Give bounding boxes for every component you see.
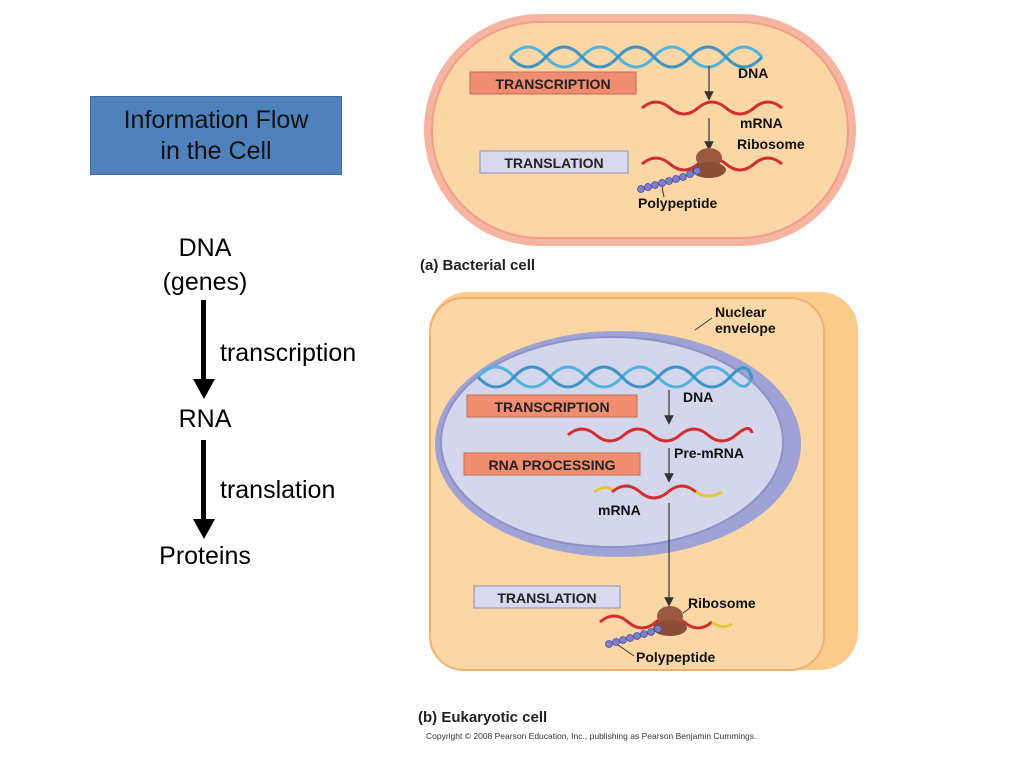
flow-arrowhead-2	[193, 519, 215, 539]
eukaryotic-transcription-label: TRANSCRIPTION	[494, 399, 609, 415]
rna-processing-box	[463, 452, 641, 476]
eukaryotic-translation-label: TRANSLATION	[497, 590, 596, 606]
flow-arrowhead-1	[193, 379, 215, 399]
flow-proteins-label: Proteins	[159, 542, 251, 570]
bacterial-dna-label: DNA	[738, 65, 768, 81]
bacterial-translation-box	[479, 150, 629, 174]
flow-step-transcription: transcription	[220, 339, 357, 367]
eukaryotic-polypeptide-label: Polypeptide	[636, 649, 716, 665]
rna-processing-label: RNA PROCESSING	[488, 457, 615, 473]
eukaryotic-transcription-box	[466, 394, 638, 418]
title-line-1: Information Flow	[123, 106, 309, 134]
bacterial-cell: TRANSCRIPTION DNA mRNA TRANSLATION Ribos…	[424, 14, 856, 246]
bacterial-transcription-box	[469, 71, 637, 95]
nuclear-envelope-label-1: Nuclear	[715, 304, 767, 320]
eukaryotic-translation-box	[473, 585, 621, 609]
eukaryotic-polypeptide	[605, 625, 662, 648]
bacterial-polypeptide	[637, 167, 701, 193]
nuclear-mrna	[611, 484, 697, 500]
flow-arrow-2	[201, 440, 206, 522]
bacterial-dna-helix	[508, 45, 764, 69]
flow-rna-label: RNA	[178, 405, 232, 433]
pre-mrna	[567, 427, 754, 443]
bacterial-transcription-label: TRANSCRIPTION	[495, 76, 610, 92]
copyright-notice: Copyright © 2008 Pearson Education, Inc.…	[426, 731, 756, 741]
eukaryotic-ribosome-label: Ribosome	[688, 595, 756, 611]
bacterial-caption: (a) Bacterial cell	[420, 257, 535, 274]
eukaryotic-mrna-label: mRNA	[598, 502, 641, 518]
eukaryotic-caption: (b) Eukaryotic cell	[418, 709, 547, 726]
title-line-2: in the Cell	[160, 137, 272, 165]
eukaryotic-cell: Nuclear envelope TRANSCRIPTION DNA RNA P…	[429, 292, 858, 671]
bacterial-mrna	[641, 100, 783, 116]
title-box: Information Flow in the Cell	[90, 96, 342, 175]
eukaryotic-dna-helix	[476, 365, 754, 389]
nuclear-envelope-label-2: envelope	[715, 320, 776, 336]
bacterial-ribosome-label: Ribosome	[737, 136, 805, 152]
pre-mrna-label: Pre-mRNA	[674, 445, 744, 461]
bacterial-mrna-label: mRNA	[740, 115, 783, 131]
flow-genes-label: (genes)	[162, 268, 248, 296]
flow-dna-label: DNA	[178, 234, 232, 262]
bacterial-polypeptide-label: Polypeptide	[638, 195, 718, 211]
flow-arrow-1	[201, 300, 206, 382]
flow-step-translation: translation	[220, 476, 336, 504]
eukaryotic-dna-label: DNA	[683, 389, 713, 405]
bacterial-translation-label: TRANSLATION	[504, 155, 603, 171]
